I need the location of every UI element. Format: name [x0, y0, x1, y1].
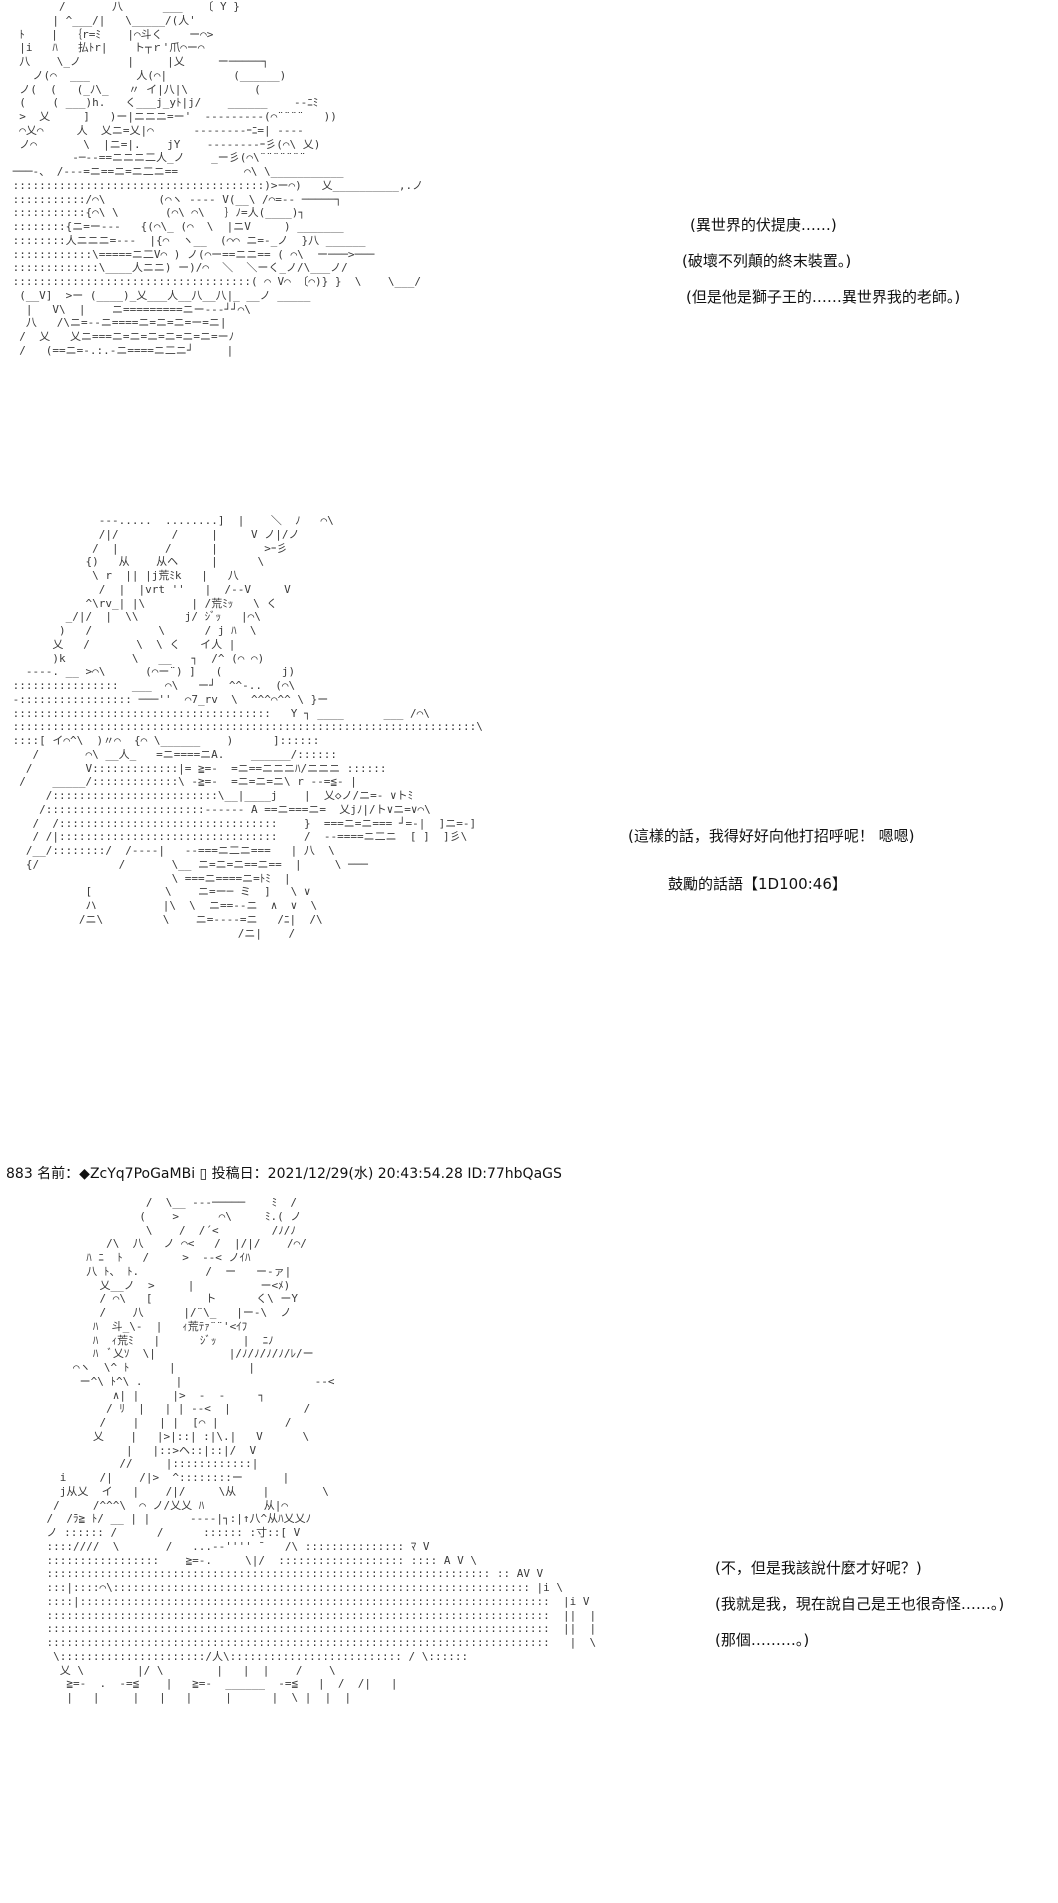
dialogue-line: (這樣的話，我得好好向他打招呼呢！ 嗯嗯): [628, 827, 915, 845]
post-header: 883 名前：◆ZcYq7PoGaMBi ▯ 投稿日：2021/12/29(水)…: [6, 1166, 562, 1182]
dialogue-panel-3: (不，但是我該說什麼才好呢？) (我就是我，現在說自己是王也很奇怪……。) (那…: [715, 1557, 1045, 1667]
dice-roll-label: 鼓勵的話語【1D100:46】: [668, 875, 847, 893]
dialogue-panel-2: (這樣的話，我得好好向他打招呼呢！ 嗯嗯) 鼓勵的話語【1D100:46】: [628, 825, 958, 905]
ascii-art-panel-3: / \__ -‐‐───── ﾐ / ( > ⌒\ ﾐ.( ノ \ / /´< …: [46, 1196, 597, 1704]
ascii-art-panel-1: / 八 ___ 〔 Y } | ^___/| \_____/(人' ﾄ | ｛r…: [12, 0, 424, 357]
dialogue-line: (那個………。): [715, 1631, 810, 1649]
dialogue-line: (不，但是我該說什麼才好呢？): [715, 1559, 922, 1577]
dialogue-line: (異世界的伏提庚……): [690, 216, 837, 234]
ascii-art-panel-2: ---..... ........] | ＼ ﾉ ⌒\ /|/ / | V ノ|…: [12, 514, 483, 940]
dialogue-line: (破壞不列顛的終末裝置。): [682, 252, 852, 270]
dialogue-line: (但是他是獅子王的……異世界我的老師。): [686, 288, 961, 306]
dialogue-panel-1: (異世界的伏提庚……) (破壞不列顛的終末裝置。) (但是他是獅子王的……異世界…: [682, 214, 1020, 324]
dialogue-line: (我就是我，現在說自己是王也很奇怪……。): [715, 1595, 1005, 1613]
